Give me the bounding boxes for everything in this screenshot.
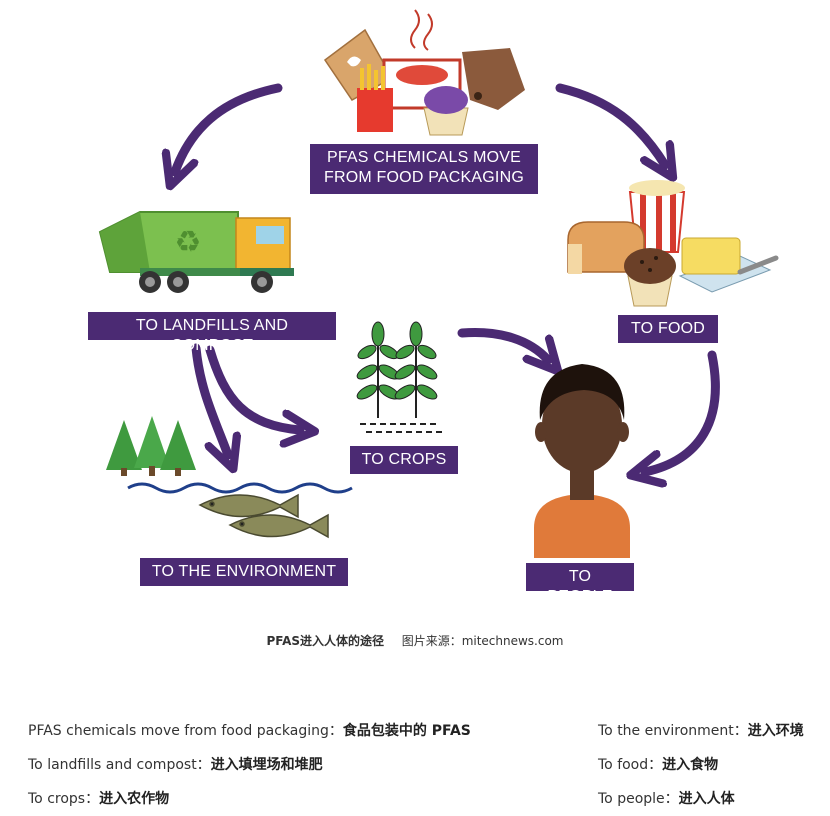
arrow-landfills-to-crops <box>205 345 300 430</box>
legend-item: To food：进入食物 <box>598 754 718 774</box>
legend-zh: 进入农作物 <box>99 791 170 807</box>
pfas-pathway-diagram: ♻ <box>98 9 779 558</box>
arrow-crops-to-people <box>457 327 548 360</box>
crops-icon <box>356 321 446 433</box>
legend-zh: 进入人体 <box>678 791 735 807</box>
legend-item: To landfills and compost：进入填埋场和堆肥 <box>28 754 323 774</box>
food-packaging-icon <box>323 9 525 136</box>
legend-en: To crops： <box>28 791 100 807</box>
river-icon <box>127 482 353 494</box>
legend-zh: 进入食物 <box>662 757 719 773</box>
legend-en: To landfills and compost： <box>28 757 211 773</box>
legend-item: To crops：进入农作物 <box>28 788 169 808</box>
node-landfills: TO LANDFILLS AND COMPOST <box>88 312 336 354</box>
arrow-packaging-to-food <box>555 83 665 165</box>
caption-title: PFAS进入人体的途径 <box>266 634 385 648</box>
arrow-landfills-to-environment <box>191 343 228 455</box>
figure-caption: PFAS进入人体的途径 图片来源：mitechnews.com <box>0 632 830 649</box>
node-crops: TO CROPS <box>350 446 458 474</box>
legend-item: To the environment：进入环境 <box>598 720 804 740</box>
node-food: TO FOOD <box>618 315 718 343</box>
legend-item: PFAS chemicals move from food packaging：… <box>28 720 471 740</box>
legend-zh: 进入环境 <box>747 723 804 739</box>
arrow-food-to-people <box>645 350 720 472</box>
legend-zh: 进入填埋场和堆肥 <box>210 757 323 773</box>
legend-item: To people：进入人体 <box>598 788 735 808</box>
caption-source: 图片来源：mitechnews.com <box>401 634 564 648</box>
svg-text:♻: ♻ <box>175 225 202 260</box>
garbage-truck-icon: ♻ <box>98 211 294 293</box>
food-items-icon <box>567 180 779 307</box>
legend-en: To food： <box>598 757 663 773</box>
legend-zh: 食品包装中的 PFAS <box>342 723 471 739</box>
node-environment: TO THE ENVIRONMENT <box>140 558 348 586</box>
node-packaging: PFAS CHEMICALS MOVE FROM FOOD PACKAGING <box>310 144 538 194</box>
flow-arrows <box>175 83 720 472</box>
trees-icon <box>106 416 196 476</box>
legend-en: To people： <box>598 791 679 807</box>
fish-icon <box>198 493 329 539</box>
legend-en: To the environment： <box>598 723 748 739</box>
node-people: TO PEOPLE <box>526 563 634 605</box>
person-icon <box>534 364 630 558</box>
arrow-packaging-to-landfills <box>175 83 283 172</box>
legend-en: PFAS chemicals move from food packaging： <box>28 723 343 739</box>
